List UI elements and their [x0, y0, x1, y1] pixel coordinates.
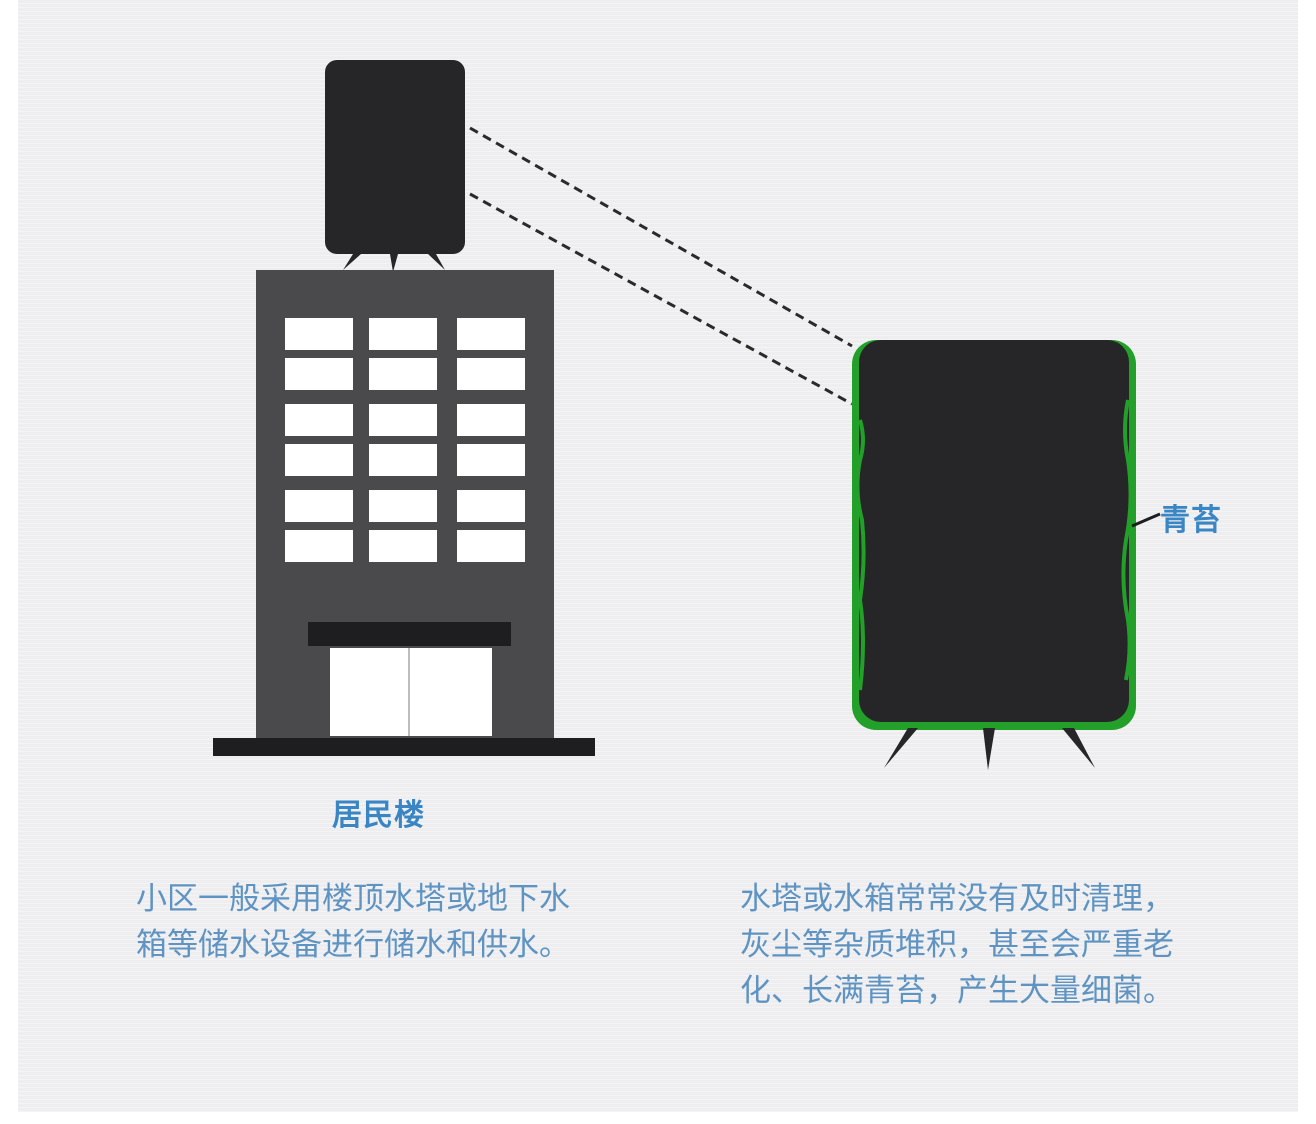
enlarged-water-tank — [852, 340, 1136, 770]
residential-building — [213, 270, 595, 756]
rooftop-water-tank — [325, 60, 465, 272]
building-base — [213, 738, 595, 756]
moss-pointer — [1131, 512, 1161, 528]
caption-left: 小区一般采用楼顶水塔或地下水 箱等储水设备进行储水和供水。 — [136, 881, 570, 963]
building-label: 居民楼 — [332, 798, 425, 833]
entrance-door — [330, 648, 492, 736]
caption-right: 水塔或水箱常常没有及时清理， 灰尘等杂质堆积，甚至会严重老 化、长满青苔，产生大… — [740, 881, 1174, 1009]
entrance-canopy — [308, 622, 511, 646]
building-windows — [285, 318, 525, 562]
moss-label: 青苔 — [1160, 503, 1222, 538]
zoom-lines — [469, 126, 853, 406]
